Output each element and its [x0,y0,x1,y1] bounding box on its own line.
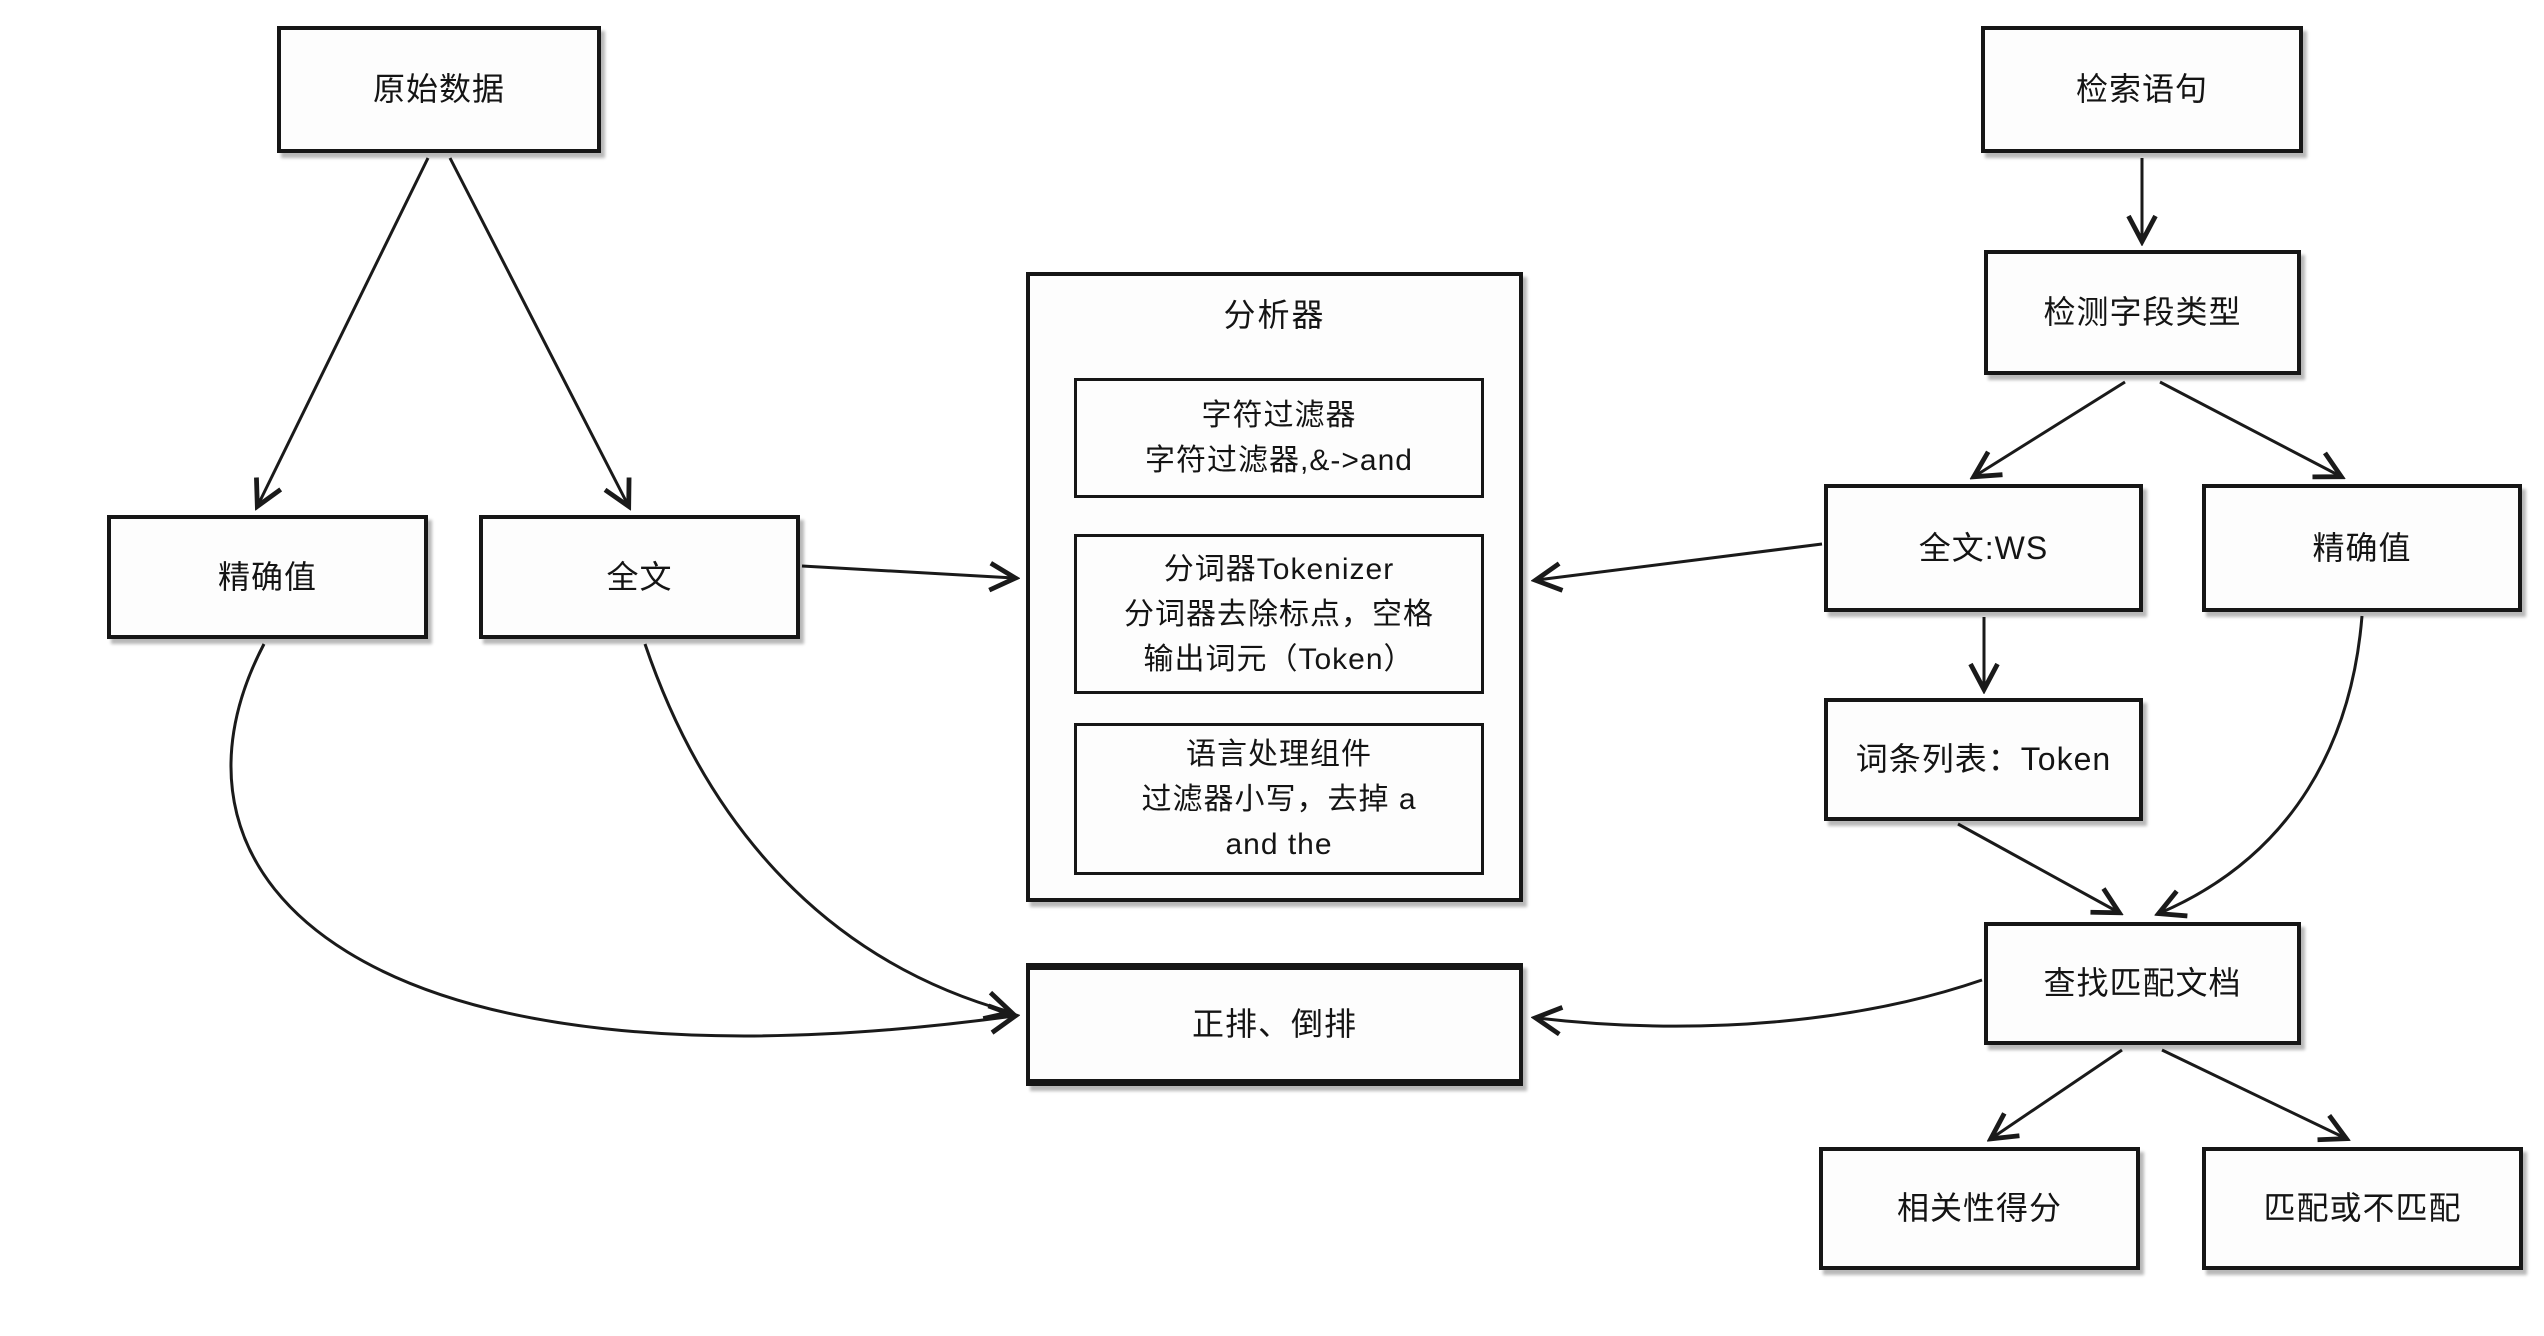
edge-full-text-to-index [643,643,1010,1012]
node-match-or-not: 匹配或不匹配 [2202,1147,2523,1270]
language-line3: and the [1225,827,1333,861]
node-exact-value-right: 精确值 [2202,484,2522,612]
node-full-text-ws-label: 全文:WS [1918,529,2049,566]
node-exact-value-left-label: 精确值 [217,558,317,595]
tokenizer-line3: 输出词元（Token） [1143,642,1415,676]
edge-exact-value-left-to-index [229,643,1014,1038]
tokenizer-line2: 分词器去除标点，空格 [1124,597,1434,631]
edge-find-docs-to-index [1537,978,1983,1026]
node-token-list-label: 词条列表：Token [1855,741,2112,778]
language-line2: 过滤器小写，去掉 a [1141,782,1417,816]
char-filter-line2: 字符过滤器,&->and [1145,444,1413,477]
node-match-or-not-label: 匹配或不匹配 [2263,1190,2462,1227]
node-relevance-score: 相关性得分 [1819,1147,2140,1270]
edge-find-docs-to-relevance-score [1992,1048,2123,1138]
node-exact-value-right-label: 精确值 [2312,529,2412,566]
char-filter-line1: 字符过滤器 [1201,399,1357,432]
node-query-statement-label: 检索语句 [2075,71,2208,108]
analyzer-title: 分析器 [1223,297,1326,333]
edge-full-text-to-analyzer [801,566,1014,578]
node-forward-inverted-index-label: 正排、倒排 [1191,1006,1357,1043]
node-detect-field-type-label: 检测字段类型 [2043,294,2242,331]
node-raw-data: 原始数据 [277,26,601,153]
node-query-statement: 检索语句 [1981,26,2303,153]
edge-raw-data-to-exact-value-left [258,157,430,505]
node-detect-field-type: 检测字段类型 [1984,250,2301,375]
edge-detect-to-exact-value-right [2159,380,2340,476]
node-tokenizer: 分词器Tokenizer 分词器去除标点，空格 输出词元（Token） [1074,534,1484,694]
edge-full-text-ws-to-analyzer [1537,542,1823,580]
node-full-text-label: 全文 [606,558,673,595]
edge-exact-value-right-to-find-docs [2160,615,2364,913]
language-line1: 语言处理组件 [1186,737,1372,771]
tokenizer-line1: 分词器Tokenizer [1163,552,1395,586]
node-forward-inverted-index: 正排、倒排 [1026,963,1523,1086]
node-token-list: 词条列表：Token [1824,698,2143,821]
node-language-processor: 语言处理组件 过滤器小写，去掉 a and the [1074,723,1484,875]
node-full-text: 全文 [479,515,800,639]
node-raw-data-label: 原始数据 [372,71,505,108]
node-find-matching-docs-label: 查找匹配文档 [2043,965,2242,1002]
node-find-matching-docs: 查找匹配文档 [1984,922,2301,1045]
edge-raw-data-to-full-text [448,157,628,505]
node-full-text-ws: 全文:WS [1824,484,2143,612]
edge-detect-to-full-text-ws [1975,380,2126,476]
node-analyzer: 分析器 字符过滤器 字符过滤器,&->and 分词器Tokenizer 分词器去… [1026,272,1523,902]
node-relevance-score-label: 相关性得分 [1896,1190,2062,1227]
node-exact-value-left: 精确值 [107,515,428,639]
edge-find-docs-to-match-or-not [2161,1048,2345,1138]
node-char-filter: 字符过滤器 字符过滤器,&->and [1074,378,1484,498]
edge-token-list-to-find-docs [1957,822,2118,912]
